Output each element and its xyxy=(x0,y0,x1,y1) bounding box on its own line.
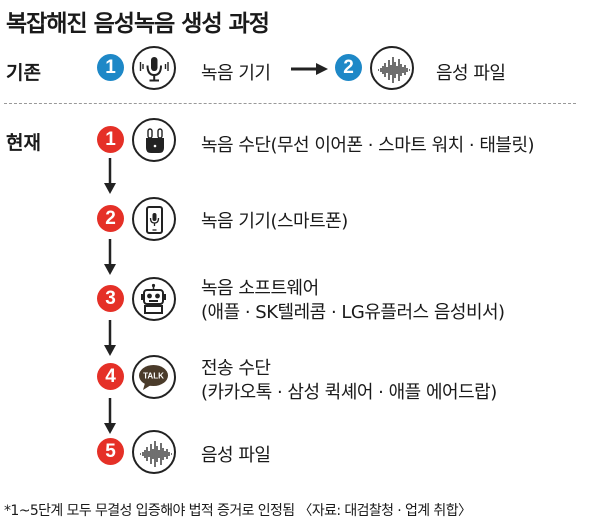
soundwave-icon xyxy=(370,46,414,90)
microphone-icon xyxy=(132,46,176,90)
down-arrow-icon xyxy=(104,320,116,356)
step-number-badge: 2 xyxy=(335,54,362,81)
down-arrow-icon xyxy=(104,398,116,434)
step-label: 음성 파일 xyxy=(436,63,506,84)
robot-icon xyxy=(132,277,176,321)
soundwave-icon xyxy=(132,430,176,474)
step-label: 녹음 수단(무선 이어폰 · 스마트 워치 · 태블릿) xyxy=(201,135,535,156)
footnote: *1~5단계 모두 무결성 입증해야 법적 증거로 인정됨 〈자료: 대검찰청 … xyxy=(4,503,472,519)
down-arrow-icon xyxy=(104,239,116,275)
earbuds-case-icon xyxy=(132,118,176,162)
talk-text: TALK xyxy=(143,372,164,381)
talk-bubble-icon: TALK xyxy=(132,355,176,399)
step-label: 전송 수단 xyxy=(201,358,271,379)
divider xyxy=(4,103,576,104)
step-number-badge: 1 xyxy=(97,54,124,81)
step-sublabel: (카카오톡 · 삼성 퀵셰어 · 애플 에어드랍) xyxy=(201,382,497,403)
smartphone-mic-icon xyxy=(132,197,176,241)
row-label-before: 기존 xyxy=(6,62,41,84)
right-arrow-icon xyxy=(291,63,328,75)
step-sublabel: (애플 · SK텔레콤 · LG유플러스 음성비서) xyxy=(201,302,505,323)
diagram-title: 복잡해진 음성녹음 생성 과정 xyxy=(6,11,270,37)
down-arrow-icon xyxy=(104,158,116,194)
step-number-badge: 2 xyxy=(97,205,124,232)
step-number-badge: 4 xyxy=(97,363,124,390)
step-label: 음성 파일 xyxy=(201,445,271,466)
step-number-badge: 3 xyxy=(97,285,124,312)
step-label: 녹음 기기 xyxy=(201,63,271,84)
step-number-badge: 5 xyxy=(97,438,124,465)
row-label-now: 현재 xyxy=(6,132,41,154)
step-label: 녹음 소프트웨어 xyxy=(201,278,319,299)
step-label: 녹음 기기(스마트폰) xyxy=(201,211,348,232)
step-number-badge: 1 xyxy=(97,126,124,153)
